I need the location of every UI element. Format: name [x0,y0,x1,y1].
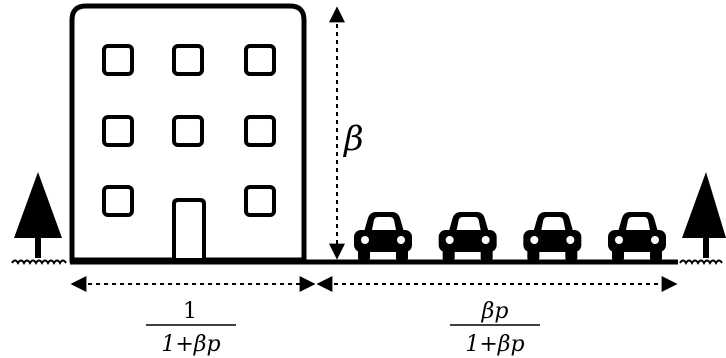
tree-left-icon [14,172,62,258]
car-icon [608,212,666,260]
window [102,185,134,217]
window [172,44,204,76]
window [244,44,276,76]
building-windows [102,44,276,217]
parking-width-label: βp 1+βp [450,299,540,357]
car-icon [523,212,582,260]
window [102,44,134,76]
grass-left [11,259,67,265]
car-icon [354,212,412,260]
building-width-numerator: 1 [183,299,197,324]
building-icon [69,3,307,263]
parking-width-denominator: 1+βp [465,332,524,357]
car-icon [438,212,497,260]
window [172,115,204,147]
building-width-label: 1 1+βp [146,299,236,357]
window [244,115,276,147]
tree-right-icon [682,172,726,258]
parking-width-numerator: βp [481,299,509,324]
building-width-denominator: 1+βp [161,332,220,357]
building-door [172,198,206,258]
height-label: β [342,119,364,159]
window [102,115,134,147]
cars-group [354,212,666,260]
grass-right [679,259,723,265]
window [244,185,276,217]
